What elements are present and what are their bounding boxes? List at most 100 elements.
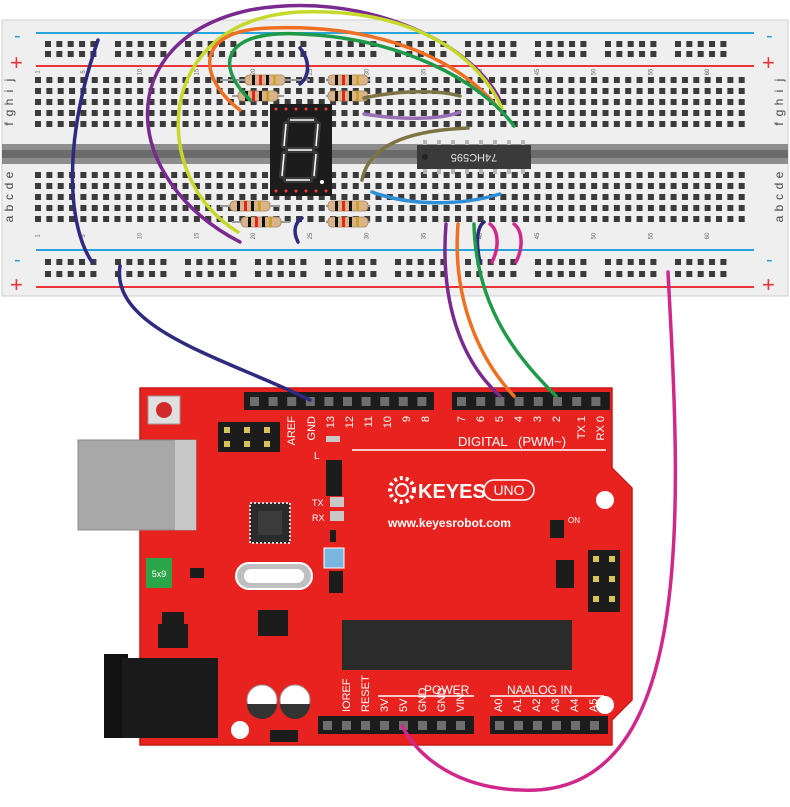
row-letter-label: b (2, 204, 16, 211)
breadboard-hole (318, 77, 325, 83)
breadboard-hole (716, 183, 722, 189)
digital-label: DIGITAL (458, 434, 508, 449)
breadboard-hole (591, 216, 598, 222)
breadboard-hole (716, 216, 722, 222)
breadboard-hole (409, 183, 416, 189)
rail-hole (697, 51, 704, 57)
breadboard-hole (511, 77, 518, 83)
breadboard-hole (262, 99, 268, 105)
column-number-label: 35 (421, 68, 427, 75)
row-letter-label: h (2, 99, 16, 106)
header-pin-hole (533, 721, 542, 730)
breadboard-hole (545, 110, 552, 116)
breadboard-hole (46, 88, 53, 94)
rail-hole (429, 259, 436, 265)
breadboard-hole (375, 194, 382, 200)
breadboard-hole (602, 88, 609, 94)
resistor (220, 74, 310, 86)
column-number-label: 15 (194, 68, 200, 75)
rail-plus-label-br: + (762, 272, 775, 297)
breadboard-hole (557, 183, 564, 189)
wire-orange-top (208, 25, 500, 112)
rail-hole (440, 259, 447, 265)
pin-label: A0 (493, 699, 505, 712)
breadboard-hole (659, 205, 666, 211)
breadboard-hole (489, 183, 495, 189)
breadboard-hole (704, 88, 711, 94)
breadboard-hole (193, 88, 200, 94)
breadboard-hole (409, 77, 416, 83)
breadboard-hole (80, 172, 87, 178)
breadboard-hole (398, 216, 405, 222)
pin-label: 6 (475, 416, 487, 422)
breadboard-hole (273, 194, 280, 200)
breadboard-hole (386, 172, 393, 178)
breadboard-hole (670, 110, 677, 116)
pin-label: A2 (531, 699, 543, 712)
pin-label: AREF (286, 416, 298, 446)
breadboard-hole (375, 110, 382, 116)
breadboard-hole (159, 216, 166, 222)
breadboard-hole (500, 99, 507, 105)
rail-hole (697, 259, 704, 265)
breadboard-hole (137, 172, 144, 178)
breadboard-hole (738, 77, 745, 83)
rail-hole (709, 259, 716, 265)
column-number-label: 1 (36, 70, 42, 74)
breadboard-hole (103, 99, 110, 105)
column-number-label: 20 (251, 68, 257, 75)
breadboard-hole (159, 121, 166, 127)
breadboard-hole (386, 183, 393, 189)
model-name: UNO (493, 482, 524, 498)
breadboard-hole (409, 172, 416, 178)
rail-hole (219, 271, 226, 277)
breadboard-hole (205, 121, 212, 127)
capacitor-1-stripe (247, 704, 277, 719)
power-header (318, 716, 474, 734)
breadboard-hole (398, 172, 405, 178)
breadboard-hole (591, 99, 598, 105)
breadboard-hole (523, 205, 530, 211)
breadboard-hole (443, 216, 450, 222)
breadboard-hole (466, 194, 473, 200)
breadboard-hole (91, 205, 98, 211)
breadboard-hole (375, 205, 382, 211)
breadboard-hole (489, 216, 495, 222)
breadboard-hole (534, 99, 541, 105)
breadboard-hole (330, 110, 337, 116)
pin-label: 4 (513, 416, 525, 422)
rail-hole (255, 259, 261, 265)
breadboard-hole (182, 205, 189, 211)
rail-hole (370, 259, 377, 265)
rail-hole (650, 259, 657, 265)
breadboard-hole (523, 88, 530, 94)
breadboard-hole (579, 216, 586, 222)
breadboard-hole (454, 88, 461, 94)
wire-navy-short-bottom (293, 216, 304, 244)
breadboard-hole (386, 121, 393, 127)
breadboard-hole (159, 77, 166, 83)
rail-hole (697, 271, 704, 277)
breadboard-hole (80, 183, 87, 189)
breadboard-hole (716, 77, 722, 83)
breadboard-hole (523, 77, 530, 83)
breadboard-hole (659, 77, 666, 83)
column-number-label: 30 (365, 232, 371, 239)
breadboard-hole (727, 99, 734, 105)
breadboard-hole (534, 88, 541, 94)
breadboard-hole (69, 110, 76, 116)
breadboard-hole (500, 172, 507, 178)
rail-hole (535, 41, 541, 47)
row-letter-label: d (2, 183, 16, 190)
wire-navy-rail (70, 38, 100, 264)
rail-hole (639, 271, 646, 277)
rail-hole (546, 41, 553, 47)
crystal-shine (244, 569, 304, 583)
breadboard-hole (193, 194, 200, 200)
breadboard-hole (545, 172, 552, 178)
header-pin-hole (287, 397, 297, 406)
green-crystal (146, 558, 172, 588)
breadboard-hole (420, 183, 427, 189)
breadboard-hole (205, 194, 212, 200)
breadboard-hole (35, 99, 41, 105)
